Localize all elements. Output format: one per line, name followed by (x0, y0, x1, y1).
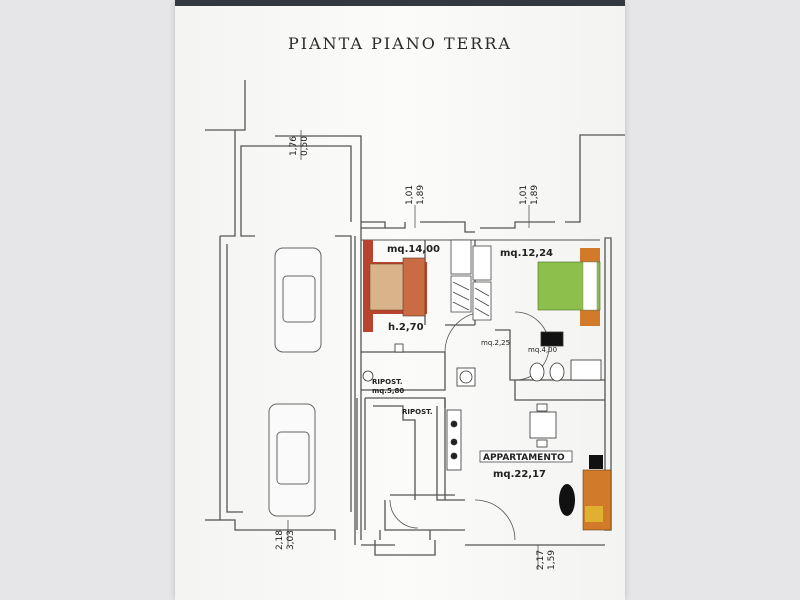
apartment-name-label: APPARTAMENTO (483, 453, 565, 463)
bed-headboard (402, 257, 426, 317)
stairs (450, 275, 472, 313)
background-right (625, 0, 800, 600)
wall (436, 406, 445, 501)
dim-text: 1,76 (289, 136, 299, 156)
background-left (0, 0, 175, 600)
bedroom-furniture (363, 240, 427, 332)
dim-text: 0,50 (300, 136, 310, 156)
kitchen-furniture (446, 403, 557, 471)
armchair (585, 506, 603, 522)
shower-icon (570, 359, 602, 381)
coffee-table (559, 484, 575, 516)
stair-block (472, 245, 492, 281)
pillow (582, 261, 598, 311)
dim-text: 1,89 (530, 185, 540, 205)
chair (536, 439, 548, 448)
wall (374, 540, 436, 556)
wall-top-right (565, 134, 625, 223)
nightstand (580, 248, 600, 264)
boiler-icon (362, 370, 374, 382)
hob-icon (450, 420, 458, 428)
floor-plan-drawing: 1,76 0,50 1,01 1,89 1,01 1,89 2,18 3,03 … (205, 80, 625, 570)
dimension-line (287, 130, 539, 570)
wall (444, 398, 465, 501)
wall (354, 222, 362, 545)
wall (275, 135, 362, 222)
dim-text: 3,03 (286, 530, 296, 550)
door-arc (474, 499, 516, 541)
bath-area-label: mq.4,00 (528, 346, 557, 354)
door-arc (389, 499, 419, 529)
wall (356, 398, 366, 530)
hob-icon (450, 452, 458, 460)
nightstand (580, 310, 600, 326)
wall (335, 235, 352, 244)
kitchen-stairs (450, 239, 492, 321)
wall (420, 221, 475, 233)
wall (384, 494, 465, 531)
parking-cars (268, 247, 322, 517)
wall (219, 236, 255, 531)
living-furniture (559, 455, 612, 531)
wall (480, 221, 555, 229)
wall (379, 530, 431, 540)
hall-area-label: mq.2,25 (481, 339, 510, 347)
stair-block (450, 239, 472, 275)
dim-text: 1,89 (416, 185, 426, 205)
dim-text: 1,01 (519, 185, 529, 205)
wall-top-left (205, 80, 246, 131)
sink-icon (540, 331, 564, 347)
storage1-name: RIPOST. (372, 378, 403, 386)
apartment-area-label: mq.22,17 (493, 469, 546, 480)
wall (373, 405, 416, 500)
wall (255, 529, 336, 540)
dim-text: 2,18 (275, 530, 285, 550)
stairs (472, 281, 492, 321)
dim-text: 2,17 (536, 550, 546, 570)
wall (361, 222, 406, 229)
bathroom-fixtures (529, 331, 602, 382)
bidet-icon (549, 362, 565, 382)
floor-plan-sheet: PIANTA PIANO TERRA (175, 0, 625, 600)
wall (361, 221, 386, 228)
wall (240, 145, 352, 222)
bedroom2-area-label: mq.12,24 (500, 248, 553, 259)
tv-icon (589, 455, 603, 469)
dining-table (529, 411, 557, 439)
car-window (282, 275, 316, 323)
hob-icon (450, 438, 458, 446)
car-window (276, 431, 310, 485)
chair (536, 403, 548, 412)
plan-title: PIANTA PIANO TERRA (288, 34, 512, 53)
wall (220, 222, 255, 237)
storage2-name: RIPOST. (402, 408, 433, 416)
apartment-label-box (479, 450, 573, 463)
vent-icon (394, 343, 404, 353)
dim-text: 1,59 (547, 550, 557, 570)
page-top-edge (175, 0, 625, 6)
wall (514, 380, 605, 401)
washing-drum (459, 370, 473, 384)
toilet-icon (529, 362, 545, 382)
dim-text: 1,01 (405, 185, 415, 205)
bedroom-height-label: h.2,70 (388, 322, 424, 333)
bedroom-area-label: mq.14,00 (387, 244, 440, 255)
utility-fixtures (362, 343, 476, 387)
bedroom2-furniture (537, 248, 601, 326)
storage1-area: mq.5,80 (372, 387, 404, 395)
wall (226, 244, 352, 513)
